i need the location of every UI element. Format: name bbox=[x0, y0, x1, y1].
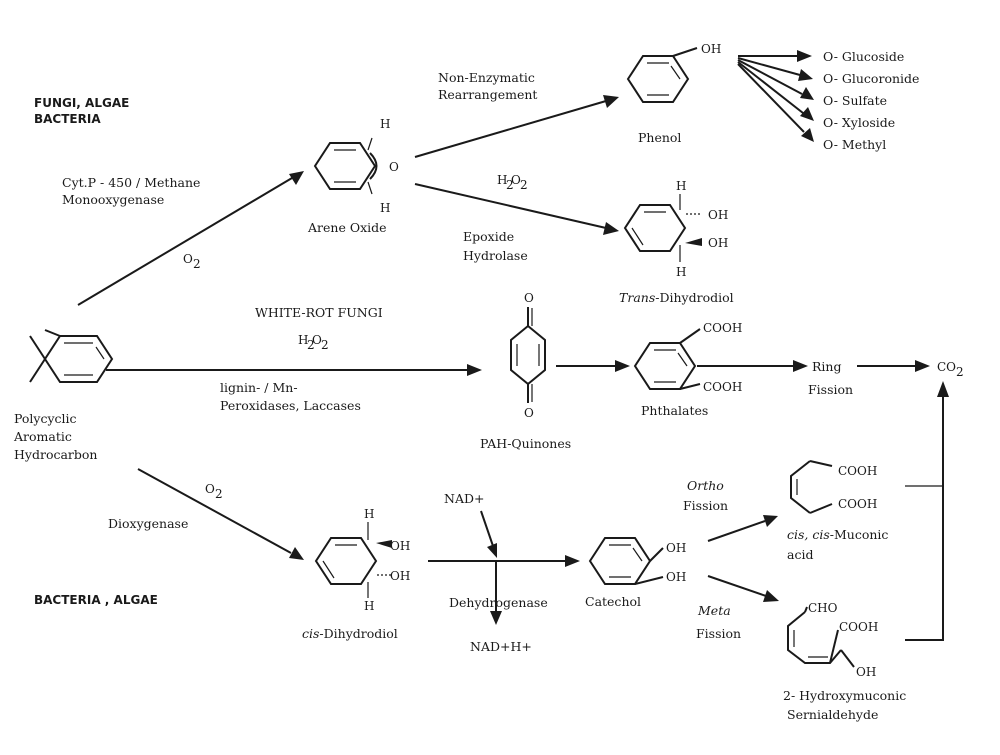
pah-label-line2: Aromatic bbox=[13, 429, 72, 444]
header-bacteria-algae: BACTERIA , ALGAE bbox=[34, 593, 158, 607]
quinone-o-bottom: O bbox=[524, 406, 534, 420]
quinone-o-top: O bbox=[524, 291, 534, 305]
arrow-to-arene-oxide bbox=[77, 177, 293, 306]
arene-h-bottom: H bbox=[380, 201, 390, 215]
muconic-label-line1: cis, cis-Muconic bbox=[787, 527, 888, 542]
muconic-cooh-bottom: COOH bbox=[838, 497, 877, 511]
arene-oxide-structure bbox=[313, 137, 378, 195]
pah-label-line1: Polycyclic bbox=[14, 411, 77, 426]
dioxygenase-label: Dioxygenase bbox=[108, 516, 188, 531]
h2o2-middle-s1: 2 bbox=[307, 338, 315, 352]
phenol-oh: OH bbox=[701, 42, 721, 56]
arene-oxide-label: Arene Oxide bbox=[307, 220, 387, 235]
muconic-cooh-top: COOH bbox=[838, 464, 877, 478]
h2o2-middle-h: H bbox=[298, 333, 308, 347]
cis-dihydrodiol-structure bbox=[314, 522, 392, 598]
hydroxy-cho: CHO bbox=[808, 601, 838, 615]
pah-structure bbox=[29, 329, 114, 383]
h2o2-upper-s2: 2 bbox=[520, 178, 528, 192]
arrow-to-trans-dihydrodiol bbox=[414, 183, 607, 229]
nadh-label: NAD+H+ bbox=[470, 639, 532, 654]
ortho-label: Ortho bbox=[687, 478, 724, 493]
h2o2-upper-o: O bbox=[511, 173, 521, 187]
cis-h-top: H bbox=[364, 507, 374, 521]
phthalates-structure bbox=[633, 328, 701, 390]
quinones-label: PAH-Quinones bbox=[480, 436, 571, 451]
conjugate-methyl: O- Methyl bbox=[823, 137, 886, 152]
o2-upper-base: O bbox=[183, 252, 193, 266]
conjugate-xyloside: O- Xyloside bbox=[823, 115, 895, 130]
co2-sub: 2 bbox=[956, 365, 964, 379]
co2-base: CO bbox=[937, 360, 956, 374]
catechol-oh-top: OH bbox=[666, 541, 686, 555]
arrow-meta-fission bbox=[707, 575, 767, 597]
arene-h-top: H bbox=[380, 117, 390, 131]
arrow-to-cis-dihydrodiol bbox=[137, 468, 292, 554]
hydroxymuconic-structure bbox=[787, 606, 855, 668]
catechol-label: Catechol bbox=[585, 594, 641, 609]
dehydrogenase-label: Dehydrogenase bbox=[449, 595, 548, 610]
muconic-acid-structure bbox=[790, 460, 833, 514]
h2o2-upper-s1: 2 bbox=[506, 178, 514, 192]
arene-o: O bbox=[389, 160, 399, 174]
conjugate-glucoronide: O- Glucoronide bbox=[823, 71, 919, 86]
arrow-lower-to-co2 bbox=[905, 396, 944, 641]
arrow-to-phenol bbox=[414, 100, 607, 158]
conjugate-glucoside: O- Glucoside bbox=[823, 49, 904, 64]
lignin-label-line2: Peroxidases, Laccases bbox=[220, 398, 361, 413]
cis-oh-bottom: OH bbox=[390, 569, 410, 583]
trans-oh-top: OH bbox=[708, 208, 728, 222]
conjugate-sulfate: O- Sulfate bbox=[823, 93, 887, 108]
cyt-p450-label-line2: Monooxygenase bbox=[62, 192, 164, 207]
pah-label-line3: Hydrocarbon bbox=[14, 447, 97, 462]
trans-dihydrodiol-label: Trans-Dihydrodiol bbox=[619, 290, 734, 305]
muconic-label-line2: acid bbox=[787, 547, 813, 562]
lignin-label-line1: lignin- / Mn- bbox=[220, 380, 298, 395]
ortho-fission-label: Fission bbox=[683, 498, 728, 513]
arrow-ortho-fission bbox=[707, 520, 766, 542]
ring-fission-line1: Ring bbox=[812, 359, 841, 374]
phthalates-label: Phthalates bbox=[641, 403, 708, 418]
cis-dihydrodiol-label: cis-Dihydrodiol bbox=[302, 626, 398, 641]
phthalate-cooh-bottom: COOH bbox=[703, 380, 742, 394]
header-bacteria: BACTERIA bbox=[34, 112, 101, 126]
hydroxy-oh: OH bbox=[856, 665, 876, 679]
epoxide-hydrolase-line2: Hydrolase bbox=[463, 248, 528, 263]
h2o2-upper-h: H bbox=[497, 173, 507, 187]
header-white-rot-fungi: WHITE-ROT FUNGI bbox=[255, 305, 383, 320]
o2-upper-sub: 2 bbox=[193, 257, 201, 271]
trans-oh-bottom: OH bbox=[708, 236, 728, 250]
arrow-nad-in bbox=[480, 510, 494, 547]
trans-h-bottom: H bbox=[676, 265, 686, 279]
h2o2-middle-s2: 2 bbox=[321, 338, 329, 352]
trans-dihydrodiol-structure bbox=[623, 194, 702, 262]
o2-lower-sub: 2 bbox=[215, 487, 223, 501]
non-enzymatic-label-line1: Non-Enzymatic bbox=[438, 70, 535, 85]
trans-h-top: H bbox=[676, 179, 686, 193]
phenol-structure bbox=[626, 47, 698, 103]
catechol-structure bbox=[588, 537, 664, 585]
o2-lower-base: O bbox=[205, 482, 215, 496]
catechol-oh-bottom: OH bbox=[666, 570, 686, 584]
meta-fission-label: Fission bbox=[696, 626, 741, 641]
phthalate-cooh-top: COOH bbox=[703, 321, 742, 335]
header-fungi-algae: FUNGI, ALGAE bbox=[34, 96, 129, 110]
conjugate-arrows bbox=[737, 50, 814, 142]
epoxide-hydrolase-line1: Epoxide bbox=[463, 229, 514, 244]
hydroxymuconic-label-line1: 2- Hydroxymuconic bbox=[783, 688, 906, 703]
meta-label: Meta bbox=[697, 603, 731, 618]
h2o2-middle-o: O bbox=[312, 333, 322, 347]
ring-fission-line2: Fission bbox=[808, 382, 853, 397]
cyt-p450-label-line1: Cyt.P - 450 / Methane bbox=[62, 175, 200, 190]
nad-label: NAD+ bbox=[444, 491, 484, 506]
phenol-label: Phenol bbox=[638, 130, 681, 145]
cis-oh-top: OH bbox=[390, 539, 410, 553]
hydroxymuconic-label-line2: Sernialdehyde bbox=[787, 707, 878, 722]
quinone-structure bbox=[510, 307, 546, 403]
hydroxy-cooh: COOH bbox=[839, 620, 878, 634]
non-enzymatic-label-line2: Rearrangement bbox=[438, 87, 537, 102]
cis-h-bottom: H bbox=[364, 599, 374, 613]
